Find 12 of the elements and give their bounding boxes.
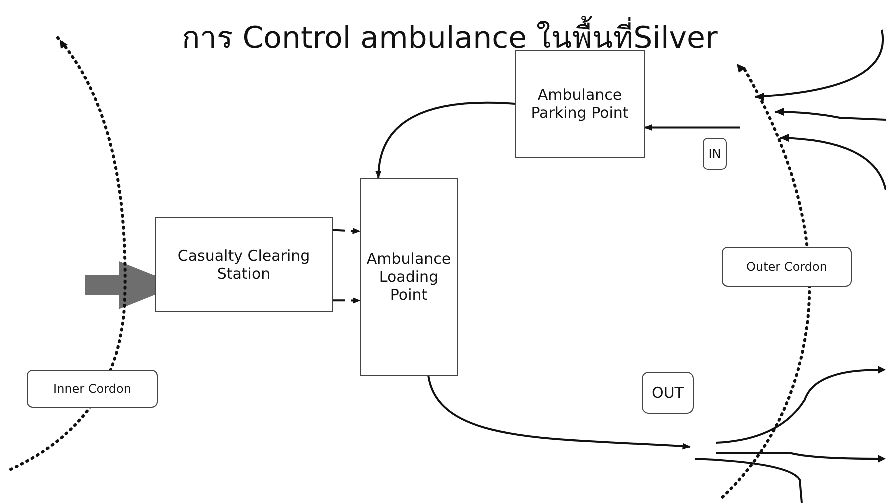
process-box: Casualty Clearing Station [155, 217, 333, 312]
dash-dot-arrow [333, 298, 361, 304]
cordon-label: Outer Cordon [722, 247, 852, 287]
dash-dot-arrow [332, 228, 361, 234]
arrow [428, 376, 691, 450]
arrow [644, 124, 740, 131]
process-box: Ambulance Loading Point [360, 178, 458, 376]
process-box: Ambulance Parking Point [515, 50, 645, 158]
cordon-label: Inner Cordon [27, 370, 158, 408]
arrow [376, 102, 516, 179]
direction-label: IN [703, 138, 727, 170]
direction-label: OUT [642, 372, 694, 414]
